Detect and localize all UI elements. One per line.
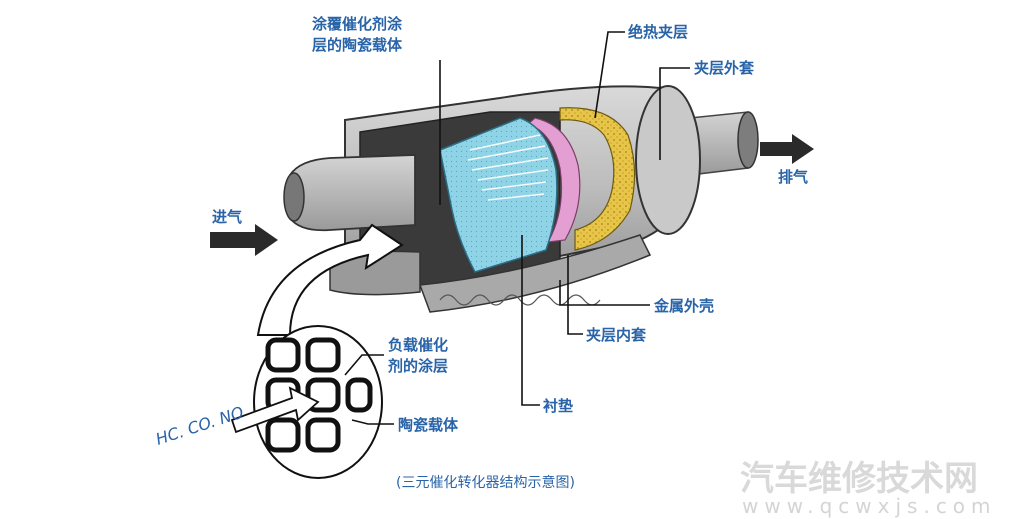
label-coated-substrate-line1: 涂覆催化剂涂 — [312, 15, 403, 33]
label-inner-jacket: 夹层内套 — [586, 326, 647, 344]
label-coated-substrate-line2: 层的陶瓷载体 — [312, 36, 403, 54]
diagram-caption: (三元催化转化器结构示意图) — [396, 474, 575, 491]
exhaust-arrow — [760, 134, 814, 164]
label-intake: 进气 — [212, 208, 242, 226]
leader-lines — [344, 31, 690, 425]
magnified-substrate — [230, 325, 383, 479]
watermark-url: www.qcwxjs.com — [742, 494, 997, 518]
label-insulation-layer: 绝热夹层 — [628, 23, 688, 41]
label-gases: HC. CO. NO — [153, 403, 246, 449]
label-ceramic-substrate: 陶瓷载体 — [398, 416, 459, 434]
intake-arrow — [210, 224, 278, 256]
label-mat: 衬垫 — [543, 397, 573, 415]
label-metal-shell: 金属外壳 — [653, 297, 714, 315]
label-catalyst-coating-line2: 剂的涂层 — [388, 357, 448, 375]
converter-body — [283, 85, 759, 313]
gas-flow-curved-arrow — [256, 223, 404, 336]
label-exhaust: 排气 — [778, 168, 808, 186]
watermark-text: 汽车维修技术网 — [740, 459, 978, 499]
label-outer-jacket: 夹层外套 — [694, 59, 755, 77]
watermark: 汽车维修技术网 www.qcwxjs.com — [740, 459, 997, 518]
label-catalyst-coating-line1: 负载催化 — [388, 336, 448, 354]
